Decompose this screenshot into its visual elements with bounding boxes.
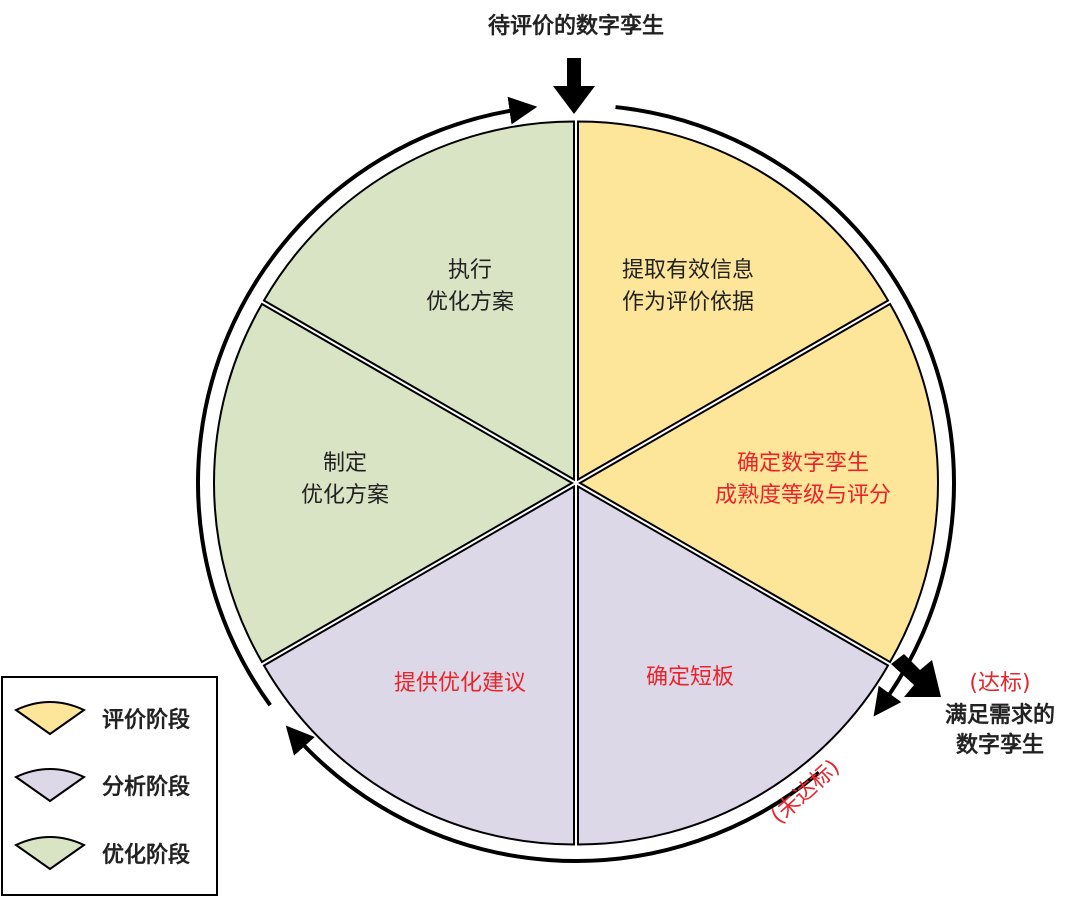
segment-label-line: 制定 [323, 451, 367, 476]
process-arrows [196, 96, 956, 863]
segment-labels: 提取有效信息作为评价依据 确定数字孪生成熟度等级与评分 确定短板 提供优化建议 … [301, 258, 891, 696]
evaluation-flow-arrow [615, 105, 956, 717]
segment-label-line: 成熟度等级与评分 [715, 483, 891, 508]
segment-label-line: 提供优化建议 [394, 671, 526, 696]
legend-evaluation-label: 评价阶段 [102, 707, 190, 733]
legend-evaluation-fan-icon [14, 701, 86, 736]
segment-extract-info [577, 120, 890, 482]
legend-optimization-label: 优化阶段 [102, 842, 190, 868]
segment-make-plan-label: 制定优化方案 [301, 451, 389, 508]
segment-determine-maturity [578, 302, 939, 664]
segment-execute-plan-label: 执行优化方案 [426, 258, 514, 315]
segment-identify-weakness-label: 确定短板 [646, 665, 734, 690]
input-label: 待评价的数字孪生 [488, 13, 664, 39]
segment-label-line: 确定短板 [646, 665, 734, 690]
optimization-flow-arrow [196, 96, 538, 707]
input-arrow-icon [553, 58, 595, 114]
segment-provide-suggestions-label: 提供优化建议 [394, 671, 526, 696]
not-qualified-loop-arrow [285, 725, 821, 863]
segment-extract-info-label: 提取有效信息作为评价依据 [622, 258, 754, 315]
cycle-pie [213, 120, 939, 846]
segment-label-line: 作为评价依据 [622, 290, 754, 315]
segment-identify-weakness [577, 484, 890, 846]
legend: 评价阶段 分析阶段 优化阶段 [1, 676, 218, 896]
segment-label-line: 优化方案 [301, 483, 389, 508]
output-label-line2: 数字孪生 [956, 732, 1044, 758]
output-label-line1: 满足需求的 [945, 702, 1055, 728]
output-status-label: (达标) [969, 671, 1030, 696]
legend-analysis-fan-icon [14, 768, 86, 803]
segment-label-line: 确定数字孪生 [737, 451, 869, 476]
output-arrow-icon [891, 654, 941, 697]
legend-optimization-fan-icon [14, 836, 86, 871]
segment-label-line: 优化方案 [426, 290, 514, 315]
segment-label-line: 执行 [448, 258, 492, 283]
segment-make-plan [213, 302, 574, 664]
segment-determine-maturity-label: 确定数字孪生成熟度等级与评分 [715, 451, 891, 508]
legend-analysis-label: 分析阶段 [102, 774, 190, 800]
segment-label-line: 提取有效信息 [622, 258, 754, 283]
segment-provide-suggestions [262, 484, 575, 846]
